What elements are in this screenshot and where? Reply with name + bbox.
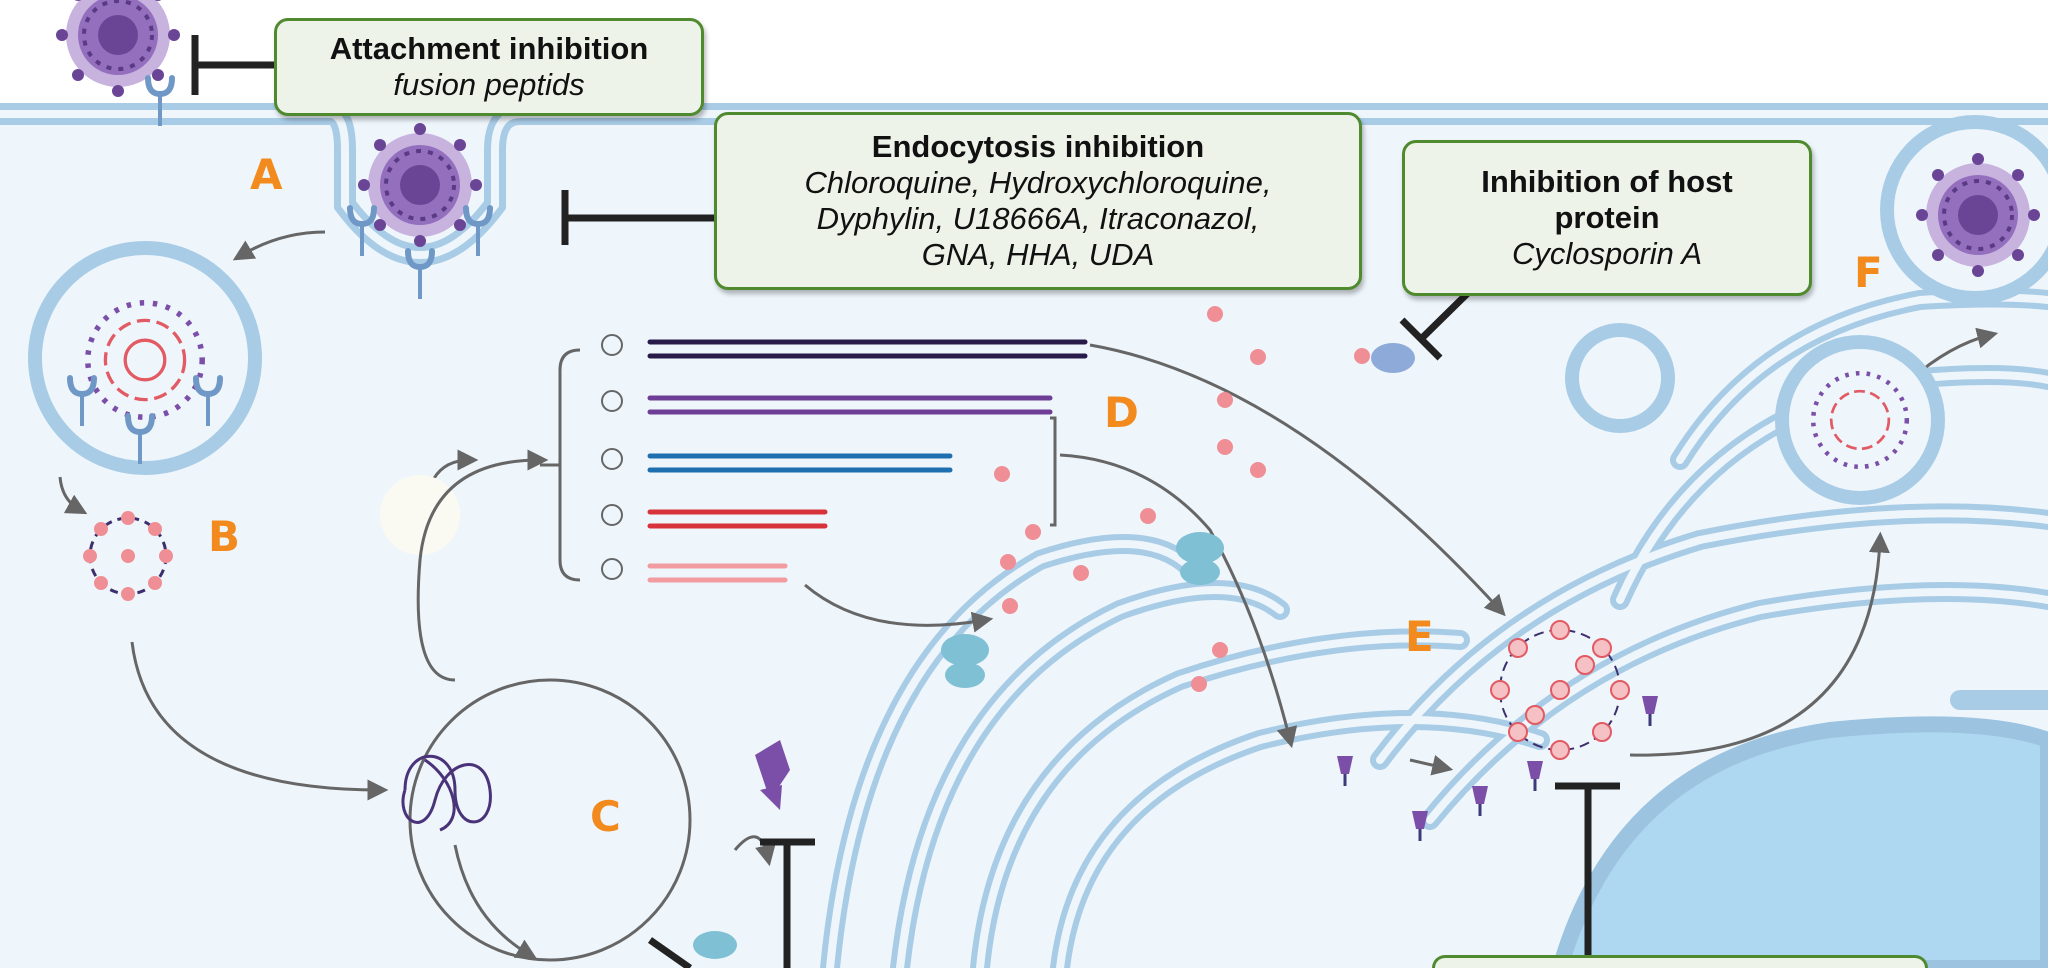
host-protein-title: Inhibition of host protein (1481, 164, 1732, 236)
arrow-icon (130, 641, 389, 801)
endocytosis-drugs-line: Dyphylin, U18666A, Itraconazol, (816, 201, 1260, 236)
arrow-icon (232, 230, 326, 261)
host-protein-title-line: protein (1554, 200, 1660, 235)
endosome (28, 241, 262, 475)
arrow-icon (733, 835, 776, 867)
step-label-b: B (208, 512, 241, 561)
endocytosis-drugs-line: GNA, HHA, UDA (921, 237, 1155, 272)
host-protein-inhibition-box: Inhibition of host protein Cyclosporin A (1402, 140, 1812, 296)
arrow-icon (804, 583, 994, 633)
endocytosis-drugs-line: Chloroquine, Hydroxychloroquine, (804, 165, 1272, 200)
endocytosis-drug-list: Chloroquine, Hydroxychloroquine, Dyphyli… (805, 165, 1272, 273)
virus-icon (1810, 370, 1910, 470)
ribosome-icon (941, 634, 989, 688)
step-label-c: C (590, 792, 621, 841)
attachment-inhibition-box: Attachment inhibition fusion peptids (274, 18, 704, 116)
inhibitor-bar-icon (561, 190, 718, 245)
subgenomic-rnas (647, 339, 1088, 583)
inhibitor-bar-icon (760, 838, 815, 968)
exocytic-vesicle (1775, 335, 1945, 505)
inhibitor-bar-icon (1555, 782, 1620, 968)
bottom-inhibition-box (1432, 955, 1928, 968)
attachment-title: Attachment inhibition (329, 31, 649, 66)
host-protein (1371, 343, 1415, 373)
nucleocapsid-dots (994, 306, 1370, 692)
viral-rna (83, 511, 173, 601)
nucleus (1551, 716, 2048, 968)
inhibitor-bar-icon (191, 35, 276, 95)
arrow-icon (453, 844, 538, 960)
arrow-icon (1409, 754, 1454, 776)
step-label-d: D (1104, 388, 1139, 437)
transcripts-bracket (540, 348, 581, 582)
host-protein-subtitle: Cyclosporin A (1511, 236, 1703, 271)
inhibitor-bar-icon (647, 937, 693, 968)
arrow-icon (58, 476, 88, 515)
step-label-a: A (250, 150, 283, 199)
empty-vesicle (1565, 323, 1675, 433)
host-protein-title-line: Inhibition of host (1481, 164, 1733, 199)
assembling-virion (1490, 620, 1630, 760)
step-label-e: E (1405, 612, 1434, 661)
arrow-icon (1629, 531, 1890, 757)
virus-icon (54, 0, 182, 99)
virus-icon (85, 300, 205, 420)
ribosome-icon (693, 931, 737, 959)
endocytosis-title: Endocytosis inhibition (871, 129, 1205, 164)
attachment-subtitle: fusion peptids (393, 67, 585, 102)
virus-icon (356, 121, 484, 249)
ribosome-icon (1176, 532, 1224, 585)
step-label-f: F (1854, 248, 1883, 297)
arrow-icon (1059, 453, 1298, 749)
arrow-icon (1089, 343, 1506, 617)
rna-tangle (401, 754, 492, 832)
endocytosis-inhibition-box: Endocytosis inhibition Chloroquine, Hydr… (714, 112, 1362, 290)
virus-icon (1914, 151, 2042, 279)
